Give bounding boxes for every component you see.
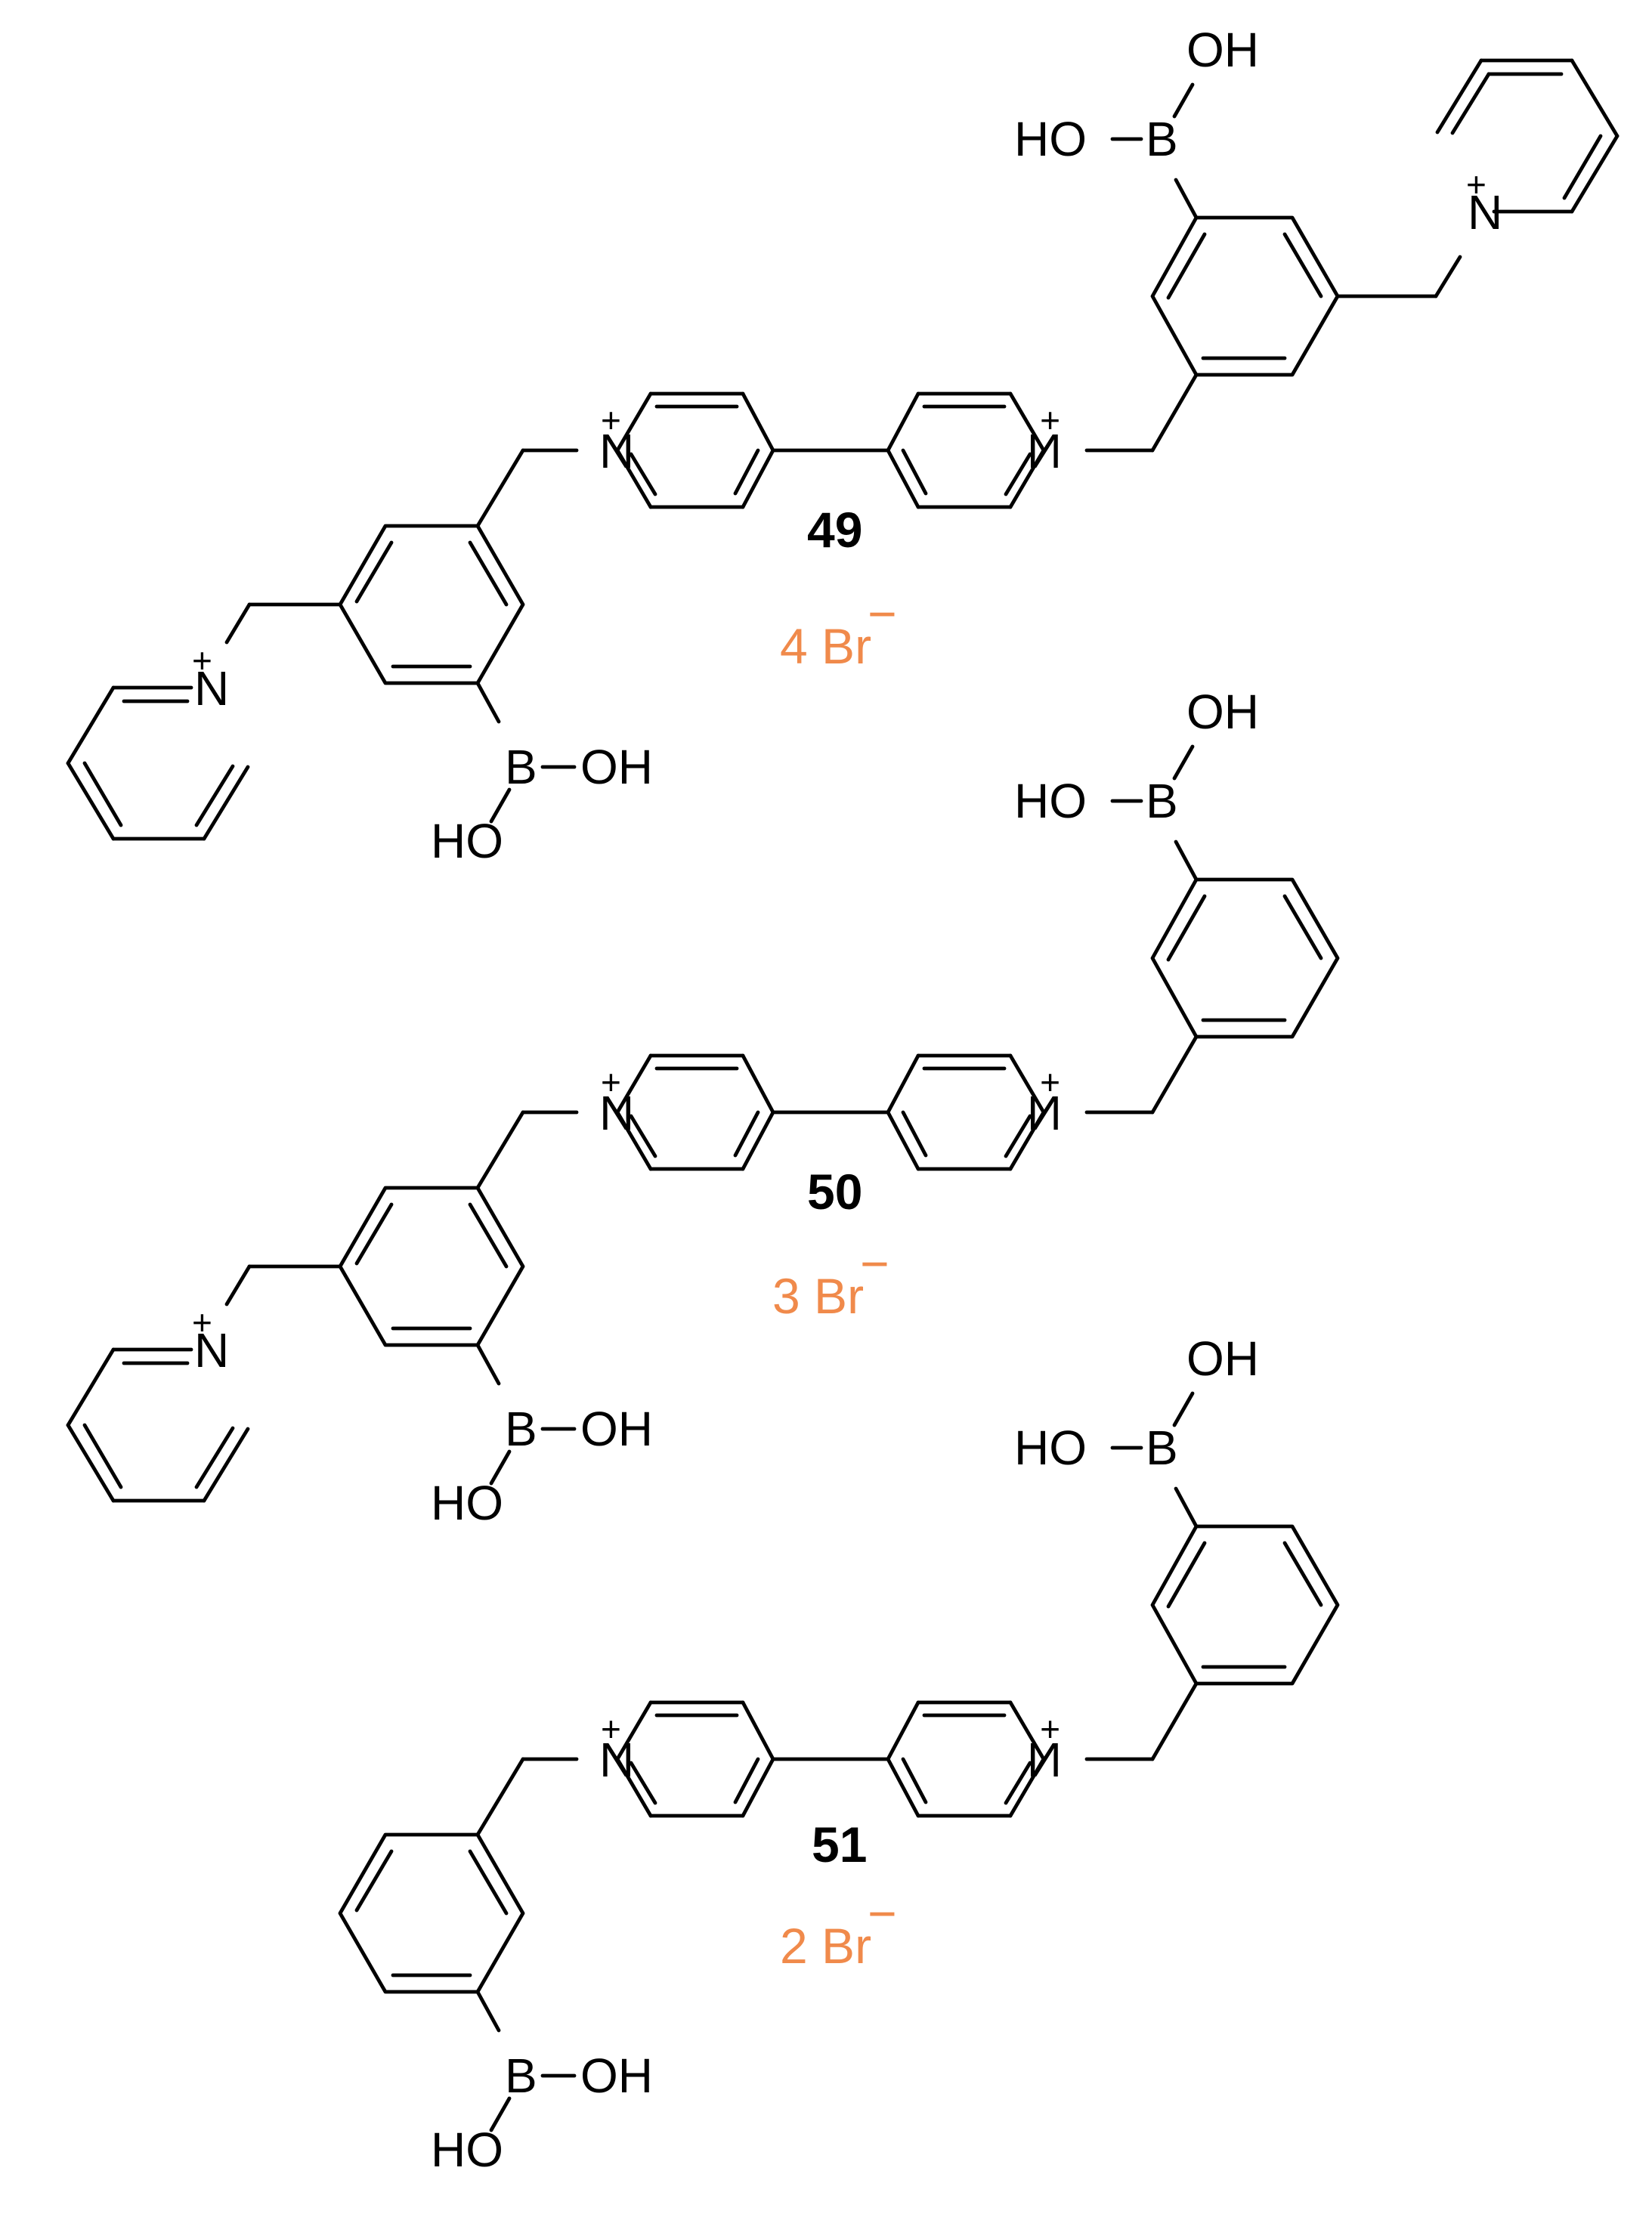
right-ch2-aryl-bond: [1150, 1681, 1199, 1761]
aryl-boron-bond: [475, 681, 501, 724]
aryl-boron-bond: [475, 1990, 501, 2033]
right-benzene-ring: [1150, 1524, 1340, 1686]
right-boronic-acid: [1014, 23, 1259, 166]
left-benzene-ring: [338, 1186, 525, 1347]
left-benzene-ring: [338, 1832, 525, 1994]
svg-text:−: −: [860, 1235, 889, 1291]
right-ch2-n-bond: [1434, 255, 1462, 298]
counterion-50: 3 Br −: [772, 1235, 889, 1324]
left-terminal-pyridinium: [68, 641, 248, 839]
left-boronic-acid: [431, 740, 653, 868]
counterion-51: 2 Br −: [780, 1885, 897, 1974]
compound-50-structure: 50 3 Br −: [68, 685, 1340, 1530]
left-terminal-pyridinium: [68, 1303, 248, 1501]
right-ch2-aryl-bond: [1150, 373, 1199, 453]
right-benzene-ring: [1150, 877, 1340, 1039]
left-benzene-ring: [338, 524, 525, 685]
ch2-aryl-bond: [475, 1110, 525, 1190]
compound-49-structure: 49 4 Br −: [68, 23, 1617, 868]
right-aryl-boron-bond: [1174, 1486, 1199, 1529]
compound-51-structure: 51 2 Br −: [338, 1331, 1340, 2177]
ch2-aryl-bond: [475, 1757, 525, 1837]
right-terminal-pyridinium: [1437, 60, 1617, 240]
right-ch2-aryl-bond: [1150, 1034, 1199, 1115]
svg-text:−: −: [868, 586, 897, 642]
svg-text:4 Br: 4 Br: [780, 618, 871, 674]
aryl-boron-bond: [475, 1343, 501, 1386]
svg-text:2 Br: 2 Br: [780, 1918, 871, 1974]
compound-label-50: 50: [807, 1164, 862, 1220]
right-aryl-boron-bond: [1174, 840, 1199, 882]
right-pyridinium-ring: [888, 1702, 1062, 1816]
right-pyridinium-ring: [888, 394, 1062, 507]
ch2-n-bond: [224, 1264, 252, 1306]
ch2-n-bond: [224, 602, 252, 645]
left-pyridinium-ring: [599, 394, 773, 507]
right-boronic-acid: [1014, 1331, 1259, 1475]
compound-label-49: 49: [807, 502, 862, 558]
left-boronic-acid: [431, 1402, 653, 1530]
counterion-49: 4 Br −: [780, 586, 897, 674]
compound-label-51: 51: [812, 1817, 867, 1872]
ch2-aryl-bond: [475, 448, 525, 528]
right-pyridinium-ring: [888, 1056, 1062, 1169]
right-boronic-acid: [1014, 685, 1259, 828]
left-pyridinium-ring: [599, 1056, 773, 1169]
right-benzene-ring: [1150, 215, 1340, 377]
left-pyridinium-ring: [599, 1702, 773, 1816]
left-boronic-acid: [431, 2049, 653, 2177]
svg-text:3 Br: 3 Br: [772, 1268, 864, 1324]
svg-text:−: −: [868, 1885, 897, 1941]
right-aryl-boron-bond: [1174, 178, 1199, 220]
